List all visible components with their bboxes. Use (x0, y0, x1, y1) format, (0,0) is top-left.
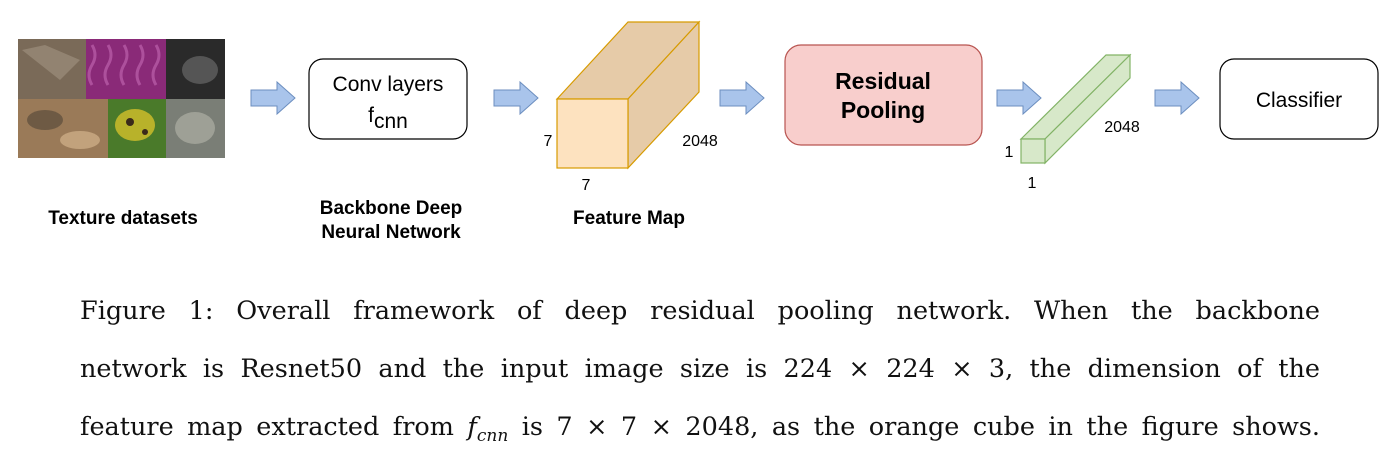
fcnn-sub: cnn (374, 110, 408, 133)
caption-line-1: Figure 1: Overall framework of deep resi… (80, 296, 1320, 326)
classifier-label: Classifier (1256, 89, 1342, 112)
orange-cube-front (556, 98, 629, 169)
backbone-label-line2: Neural Network (321, 222, 461, 243)
arrow-5 (1154, 81, 1200, 115)
orange-cube-depth-label: 2048 (682, 133, 718, 150)
green-bar-width-label: 1 (1028, 175, 1037, 192)
residual-label: Residual (835, 68, 931, 94)
caption-line-3-start: feature map extracted from (80, 412, 468, 442)
caption-line-2: network is Resnet50 and the input image … (80, 354, 1320, 384)
arrow-2 (493, 81, 539, 115)
green-bar-front (1020, 138, 1046, 164)
framework-diagram: Conv layers fcnn 7 7 2048 Residual Pooli… (18, 20, 1379, 243)
texture-datasets-collage (18, 39, 225, 158)
pooled-feature-bar (1019, 53, 1132, 165)
orange-cube-height-label: 7 (544, 133, 553, 150)
caption-fcnn-f: f (467, 412, 477, 442)
figure-caption: Figure 1: Overall framework of deep resi… (80, 282, 1320, 465)
fcnn-f: f (368, 104, 374, 127)
residual-pooling-box (784, 44, 983, 146)
conv-layers-label: Conv layers (333, 73, 444, 96)
texture-tile-camo (18, 99, 108, 158)
feature-map-cube (555, 20, 701, 170)
arrow-3 (719, 81, 765, 115)
arrow-1 (250, 81, 296, 115)
caption-line-3-end: is 7 × 7 × 2048, as the orange cube in t… (508, 412, 1320, 442)
feature-map-label: Feature Map (573, 208, 685, 229)
fcnn-label: fcnn (368, 104, 408, 133)
caption-line-3: feature map extracted from fcnn is 7 × 7… (80, 398, 1320, 465)
conv-layers-box (308, 58, 468, 140)
backbone-label-line1: Backbone Deep (320, 198, 463, 219)
classifier-box (1219, 58, 1379, 140)
pooling-label: Pooling (841, 97, 925, 123)
orange-cube-width-label: 7 (582, 177, 591, 194)
texture-datasets-label: Texture datasets (48, 208, 198, 229)
green-bar-height-label: 1 (1005, 144, 1014, 161)
caption-fcnn-sub: cnn (476, 426, 509, 447)
arrow-4 (996, 81, 1042, 115)
green-bar-depth-label: 2048 (1104, 119, 1140, 136)
